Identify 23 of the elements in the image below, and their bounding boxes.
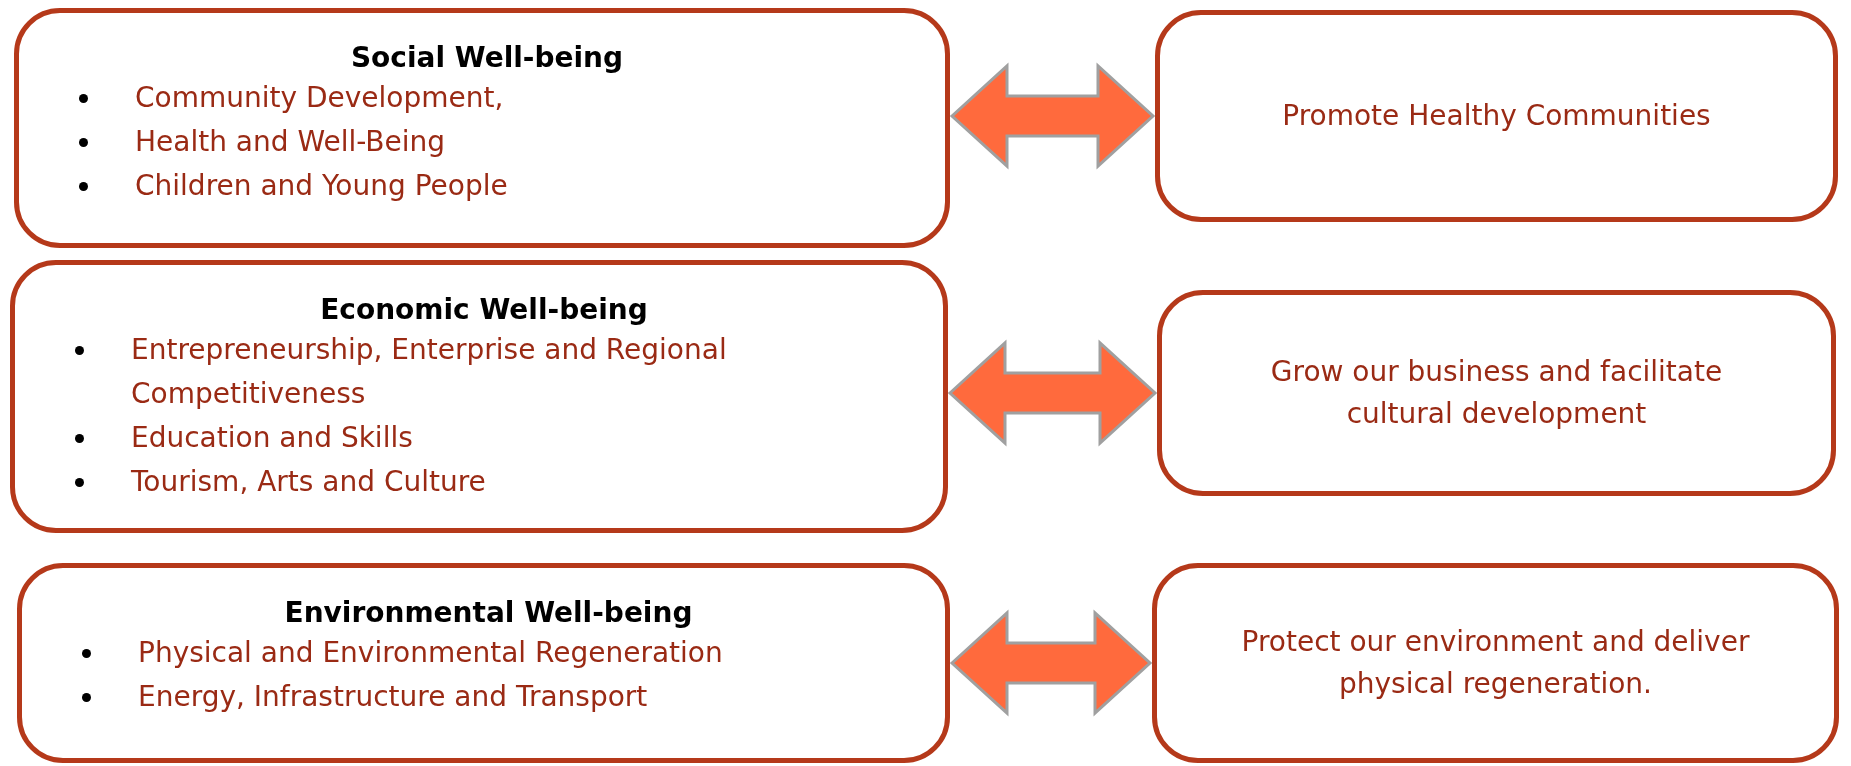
bullet-item: Tourism, Arts and Culture: [131, 464, 486, 500]
box-text: Grow our business and facilitate cultural development: [1269, 354, 1724, 432]
bullet-item: Education and Skills: [131, 420, 413, 456]
box-text: Promote Healthy Communities: [1282, 98, 1711, 134]
rounded-box: [14, 8, 950, 248]
rounded-box: [1155, 10, 1838, 222]
box-text: Protect our environment and deliver physical regeneration.: [1240, 624, 1751, 702]
bullet-item: Energy, Infrastructure and Transport: [138, 679, 648, 715]
box-heading: Social Well-being: [349, 41, 625, 74]
rounded-box: [10, 260, 948, 533]
bullet-item: Physical and Environmental Regeneration: [138, 635, 723, 671]
double-arrow: [949, 62, 1156, 170]
rounded-box: [1152, 563, 1839, 763]
bullet-item: Entrepreneurship, Enterprise and Regional Competitiveness: [131, 332, 728, 412]
double-arrow: [949, 609, 1153, 717]
bullet-item: Children and Young People: [135, 168, 508, 204]
box-heading: Environmental Well-being: [283, 596, 694, 629]
rounded-box: [17, 563, 950, 763]
box-heading: Economic Well-being: [319, 293, 649, 326]
rounded-box: [1157, 290, 1836, 496]
double-arrow: [947, 339, 1158, 447]
bullet-item: Community Development,: [135, 80, 504, 116]
bullet-item: Health and Well-Being: [135, 124, 446, 160]
